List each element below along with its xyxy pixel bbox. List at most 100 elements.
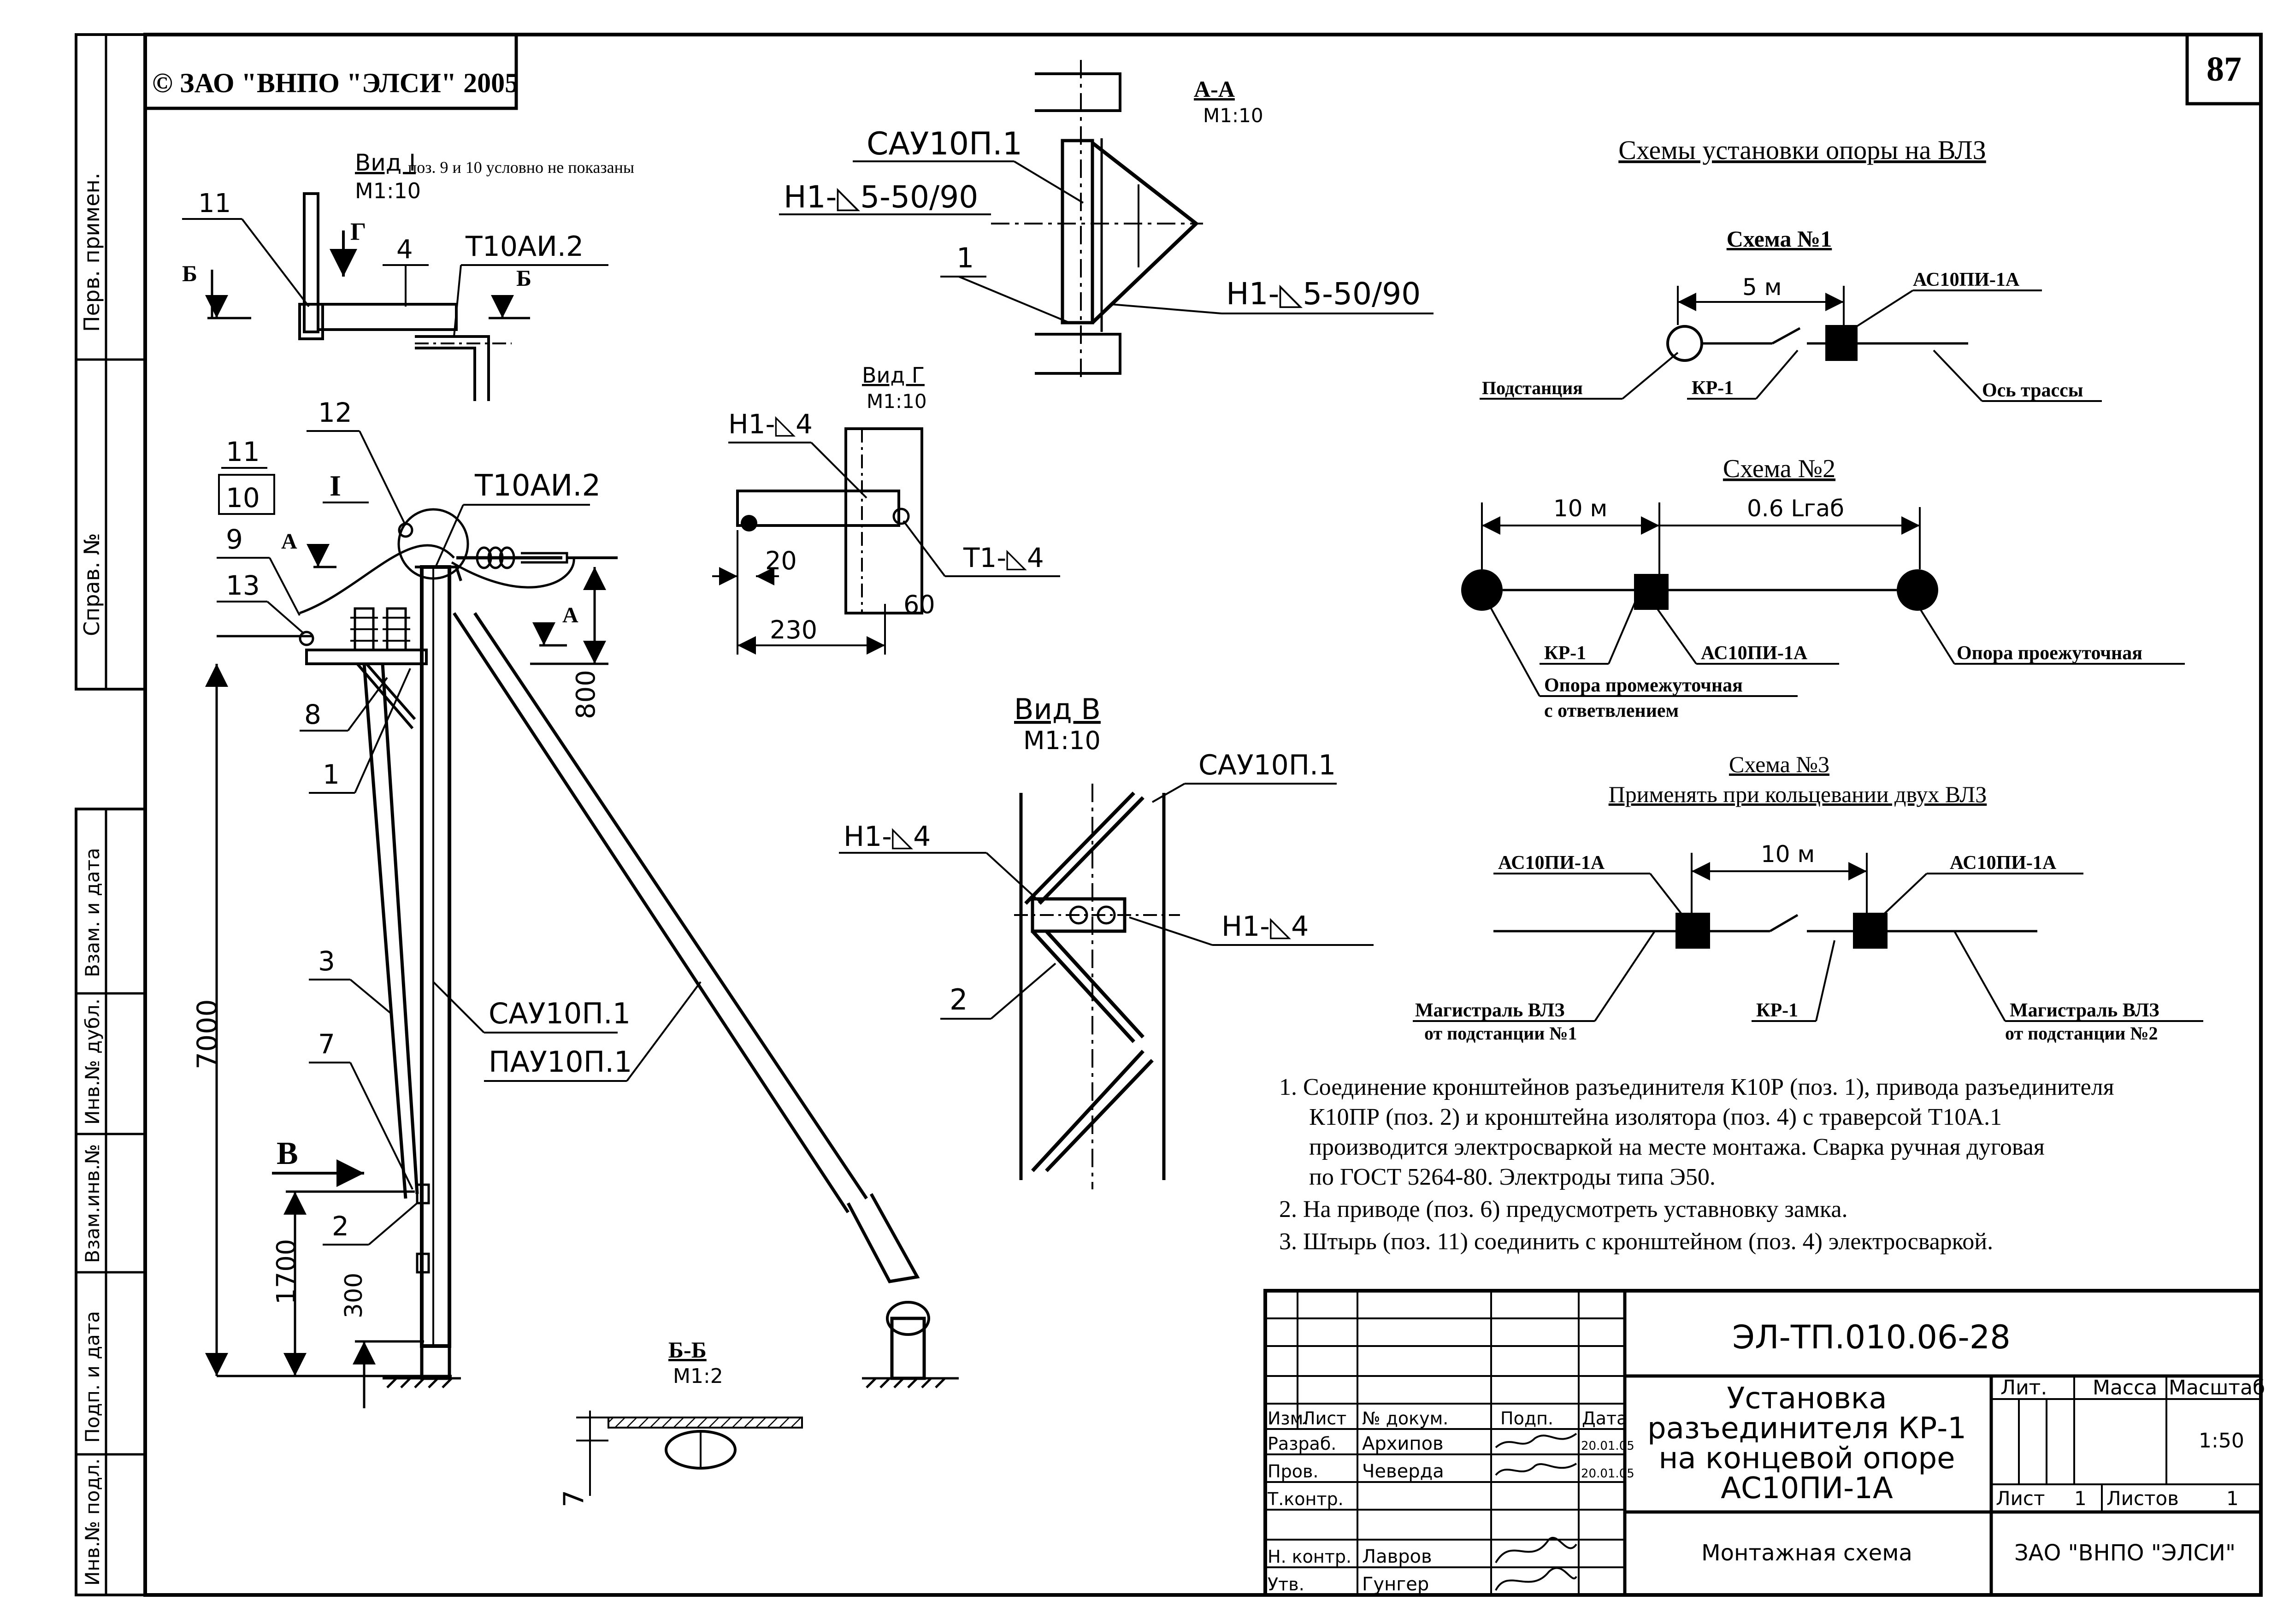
strip-label: Взам.инв.№ (81, 1144, 104, 1263)
label: 2 (950, 983, 968, 1016)
scale-header: Масштаб (2169, 1376, 2265, 1400)
strip-label: Инв.№ подл. (81, 1459, 104, 1586)
doc-title: АС10ПИ-1А (1721, 1471, 1893, 1506)
label: 1 (323, 759, 340, 790)
dim: 300 (340, 1273, 368, 1318)
copyright: © ЗАО "ВНПО "ЭЛСИ" 2005 (152, 68, 519, 98)
label: ПАУ10П.1 (489, 1045, 632, 1079)
label: САУ10П.1 (1198, 749, 1336, 781)
col-header: Дата (1582, 1408, 1627, 1429)
label: 12 (318, 397, 352, 428)
label: 4 (396, 235, 413, 265)
dim: 60 (903, 590, 935, 619)
label: Н1-◺4 (728, 408, 813, 440)
view-scale: М1:2 (673, 1364, 723, 1388)
label: 3 (318, 945, 335, 977)
label: 10 (226, 482, 260, 514)
view-title: Вид I (355, 149, 416, 176)
view-note: поз. 9 и 10 условно не показаны (408, 158, 634, 177)
col-header: Изм. (1268, 1408, 1309, 1429)
main-view: 7000 1700 300 800 А А В 11 10 9 13 12 (191, 397, 959, 1408)
doc-title: на концевой опоре (1659, 1441, 1955, 1476)
dim: 7 (558, 1490, 590, 1507)
scheme-subtitle: Применять при кольцевании двух ВЛЗ (1609, 781, 1987, 807)
name: Архипов (1362, 1433, 1444, 1454)
label: 11 (198, 189, 231, 219)
view-V: Вид В М1:10 САУ10П.1 Н1-◺4 Н1-◺4 2 (839, 692, 1374, 1189)
role: Т.контр. (1267, 1489, 1344, 1509)
col-header: Лист (1302, 1408, 1346, 1429)
view-scale: М1:10 (867, 390, 927, 413)
signature (1495, 1433, 1577, 1448)
label: от подстанции №2 (2005, 1023, 2158, 1044)
label: от подстанции №1 (1424, 1023, 1577, 1044)
label: Г (350, 218, 366, 245)
signature (1495, 1536, 1577, 1564)
view-title: Вид В (1014, 692, 1101, 726)
label: Т10АИ.2 (465, 230, 584, 263)
label: Т1-◺4 (963, 542, 1044, 573)
lit-header: Лит. (2000, 1376, 2047, 1400)
scheme-title: Схема №2 (1723, 455, 1835, 483)
scheme-title: Схема №3 (1729, 751, 1829, 777)
dim: 5 м (1742, 274, 1782, 301)
label: 8 (304, 699, 321, 730)
label: АС10ПИ-1А (1701, 643, 1808, 664)
date: 20.01.05 (1581, 1467, 1634, 1481)
view-title: А-А (1194, 76, 1235, 102)
left-strip: Перв. примен. Справ. № Взам. и дата Инв.… (75, 33, 147, 1596)
strip-label: Справ. № (79, 533, 104, 636)
label: А (562, 603, 578, 627)
sheets-header: Листов (2106, 1487, 2179, 1510)
view-scale: М1:10 (1023, 726, 1101, 755)
view-scale: М1:10 (1203, 104, 1263, 127)
strip-label: Перв. примен. (79, 173, 104, 332)
label: 1 (956, 242, 974, 274)
label: Б (182, 260, 197, 286)
dim: 7000 (191, 999, 224, 1069)
label: САУ10П.1 (489, 997, 631, 1030)
sheet-number: 87 (2206, 50, 2242, 89)
label: Н1-◺4 (844, 821, 931, 853)
notes: 1. Соединение кронштейнов разъединителя … (1279, 1074, 2114, 1255)
doc-code: ЭЛ-ТП.010.06-28 (1732, 1318, 2011, 1356)
label: КР-1 (1544, 643, 1586, 664)
dim: 1700 (271, 1239, 301, 1305)
doc-title: Установка (1727, 1382, 1887, 1416)
view-I: Вид I М1:10 поз. 9 и 10 условно не показ… (182, 149, 634, 401)
doc-title: разъединителя КР-1 (1647, 1411, 1966, 1446)
signature (1495, 1567, 1577, 1591)
strip-label: Взам. и дата (81, 848, 104, 977)
title-block: ЭЛ-ТП.010.06-28 Установка разъединителя … (1263, 1289, 2265, 1597)
label: АС10ПИ-1А (1913, 269, 2020, 290)
label: КР-1 (1756, 1000, 1798, 1021)
label: Ось трассы (1982, 380, 2083, 401)
label: Т10АИ.2 (474, 469, 601, 503)
label: АС10ПИ-1А (1950, 852, 2057, 874)
strip-label: Инв.№ дубл. (81, 998, 104, 1125)
label: Н1-◺4 (1221, 910, 1309, 943)
note-line: производится электросваркой на месте мон… (1309, 1134, 2045, 1160)
label: Магистраль ВЛЗ (1415, 1000, 1565, 1021)
view-title: Вид Г (862, 363, 925, 388)
label: В (277, 1136, 298, 1171)
section-B-B: Б-Б М1:2 7 (558, 1337, 803, 1507)
label: Магистраль ВЛЗ (2010, 1000, 2159, 1021)
name: Чеверда (1362, 1461, 1444, 1482)
view-G: Вид Г М1:10 Н1-◺4 Т1-◺4 20 230 60 (712, 363, 1060, 655)
note-line: 3. Штырь (поз. 11) соединить с кронштейн… (1279, 1228, 1993, 1255)
label: АС10ПИ-1А (1498, 852, 1605, 874)
label: Подстанция (1482, 378, 1583, 398)
sheet-frame: 87 © ЗАО "ВНПО "ЭЛСИ" 2005 (143, 33, 2263, 1597)
sheets-value: 1 (2226, 1487, 2239, 1510)
role: Разраб. (1268, 1434, 1336, 1454)
note-line: 1. Соединение кронштейнов разъединителя … (1279, 1074, 2114, 1100)
scheme-title: Схема №1 (1727, 226, 1832, 252)
label: А (281, 529, 297, 554)
mass-header: Масса (2093, 1376, 2157, 1400)
sheet-header: Лист (1996, 1487, 2045, 1510)
org-name: ЗАО "ВНПО "ЭЛСИ" (2014, 1540, 2236, 1566)
label: САУ10П.1 (867, 126, 1022, 162)
label: Б (516, 265, 531, 291)
